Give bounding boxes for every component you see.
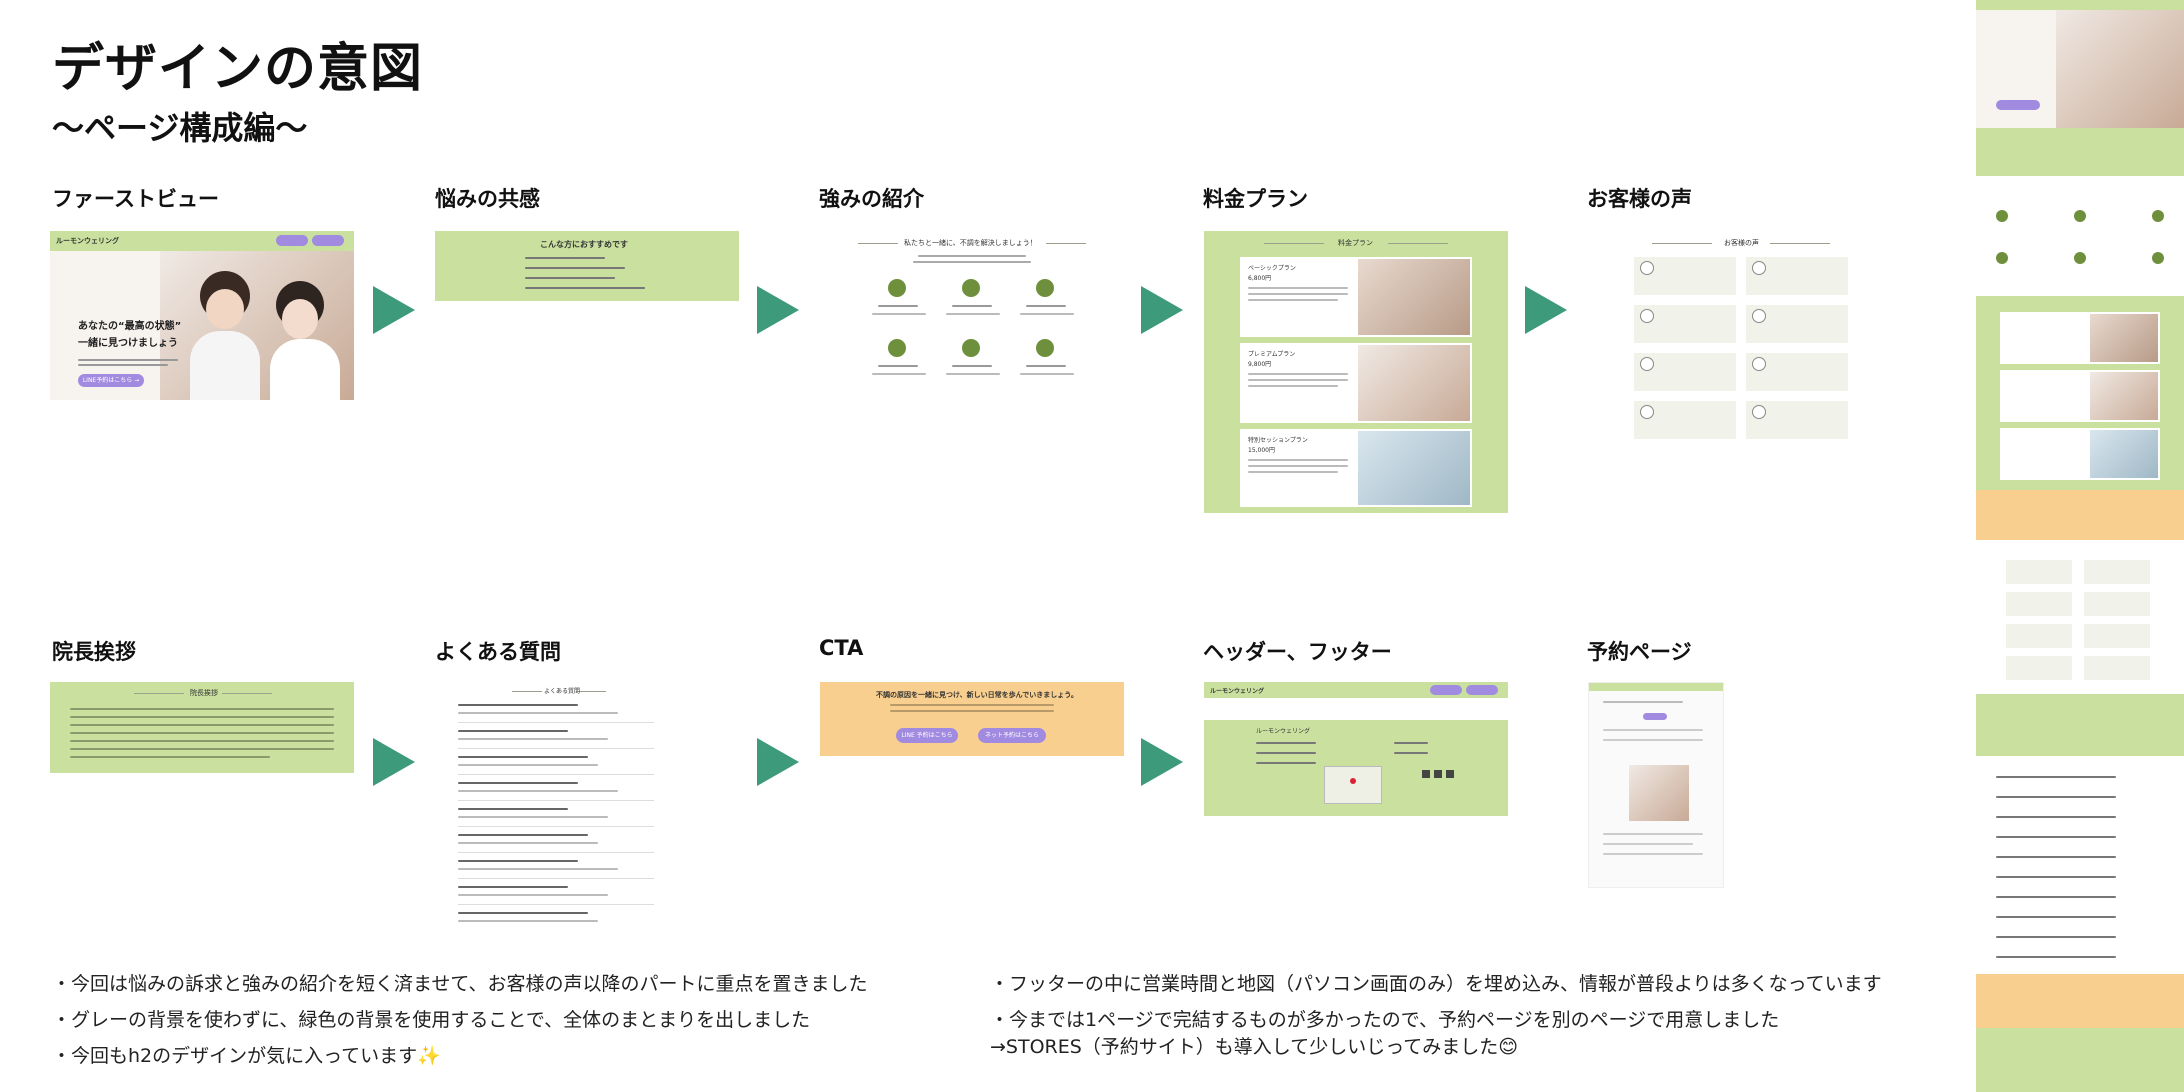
thumb-greeting-heading: 院長挨拶 xyxy=(190,689,218,697)
thumb-plan-price: 9,800円 xyxy=(1248,361,1272,368)
thumb-plan-name: プレミアムプラン xyxy=(1248,351,1296,358)
thumb-cta-btn1: LINE 予約はこちら xyxy=(896,728,958,743)
section-label-firstview: ファーストビュー xyxy=(52,187,219,211)
thumbnail-faq: よくある質問 xyxy=(452,682,660,930)
thumb-concern-heading: こんな方におすすめです xyxy=(540,240,628,249)
thumb-strength-heading: 私たちと一緒に、不調を解決しましょう！ xyxy=(904,239,1037,247)
thumbnail-voice: お客様の声 xyxy=(1590,231,1894,455)
thumb-plan-name: 特別セッションプラン xyxy=(1248,437,1308,444)
note-right-1: ・フッターの中に営業時間と地図（パソコン画面のみ）を埋め込み、情報が普段よりは多… xyxy=(990,973,1882,995)
arrow-icon xyxy=(757,738,799,786)
page-title: デザインの意図 xyxy=(52,39,424,99)
thumb-header-logo: ルーモンウェリング xyxy=(1210,688,1265,695)
thumb-plan-price: 6,800円 xyxy=(1248,275,1272,282)
thumbnail-concern: こんな方におすすめです xyxy=(435,231,739,301)
thumb-pricing-heading: 料金プラン xyxy=(1338,239,1373,247)
thumb-voice-heading: お客様の声 xyxy=(1724,239,1759,247)
thumb-headline-1: あなたの“最高の状態” xyxy=(78,321,182,332)
section-label-header-footer: ヘッダー、フッター xyxy=(1203,640,1392,664)
thumb-headline-2: 一緒に見つけましょう xyxy=(78,338,178,349)
note-left-3: ・今回もh2のデザインが気に入っています✨ xyxy=(52,1045,441,1067)
thumb-footer-name: ルーモンウェリング xyxy=(1256,728,1311,735)
note-left-1: ・今回は悩みの訴求と強みの紹介を短く済ませて、お客様の声以降のパートに重点を置き… xyxy=(52,973,868,995)
section-label-concern: 悩みの共感 xyxy=(435,187,540,211)
page-subtitle: 〜ページ構成編〜 xyxy=(52,109,308,147)
section-label-pricing: 料金プラン xyxy=(1203,187,1308,211)
section-label-cta: CTA xyxy=(819,636,864,660)
thumbnail-header-footer: ルーモンウェリング ルーモンウェリング xyxy=(1204,682,1508,816)
thumb-plan-price: 15,000円 xyxy=(1248,447,1275,454)
note-right-2: ・今までは1ページで完結するものが多かったので、予約ページを別のページで用意しま… xyxy=(990,1009,1780,1031)
thumbnail-pricing: 料金プラン ベーシックプラン 6,800円 プレミアムプラン 9,800円 特別… xyxy=(1204,231,1508,513)
arrow-icon xyxy=(373,286,415,334)
thumbnail-cta: 不調の原因を一緒に見つけ、新しい日常を歩んでいきましょう。 LINE 予約はこち… xyxy=(820,682,1124,756)
arrow-icon xyxy=(1525,286,1567,334)
arrow-icon xyxy=(373,738,415,786)
thumbnail-greeting: 院長挨拶 xyxy=(50,682,354,773)
thumbnail-firstview: ルーモンウェリング あなたの“最高の状態” 一緒に見つけましょう LINE予約は… xyxy=(50,231,354,400)
full-page-preview xyxy=(1976,0,2184,1092)
thumb-logo: ルーモンウェリング xyxy=(56,237,119,245)
thumbnail-reservation xyxy=(1588,682,1724,888)
section-label-reservation: 予約ページ xyxy=(1587,640,1692,664)
thumb-cta: LINE予約はこちら → xyxy=(78,374,144,387)
arrow-icon xyxy=(1141,286,1183,334)
section-label-greeting: 院長挨拶 xyxy=(52,640,136,664)
section-label-strength: 強みの紹介 xyxy=(819,187,924,211)
arrow-icon xyxy=(757,286,799,334)
section-label-faq: よくある質問 xyxy=(435,640,561,664)
note-left-2: ・グレーの背景を使わずに、緑色の背景を使用することで、全体のまとまりを出しました xyxy=(52,1009,811,1031)
thumbnail-strength: 私たちと一緒に、不調を解決しましょう！ xyxy=(858,231,1086,401)
thumb-plan-name: ベーシックプラン xyxy=(1248,265,1296,272)
note-right-3: →STORES（予約サイト）も導入して少しいじってみました😊 xyxy=(990,1036,1519,1058)
arrow-icon xyxy=(1141,738,1183,786)
thumb-cta-text: 不調の原因を一緒に見つけ、新しい日常を歩んでいきましょう。 xyxy=(876,691,1078,699)
thumb-faq-heading: よくある質問 xyxy=(544,688,581,695)
section-label-voice: お客様の声 xyxy=(1587,187,1692,211)
thumb-cta-btn2: ネット予約はこちら xyxy=(978,728,1046,743)
